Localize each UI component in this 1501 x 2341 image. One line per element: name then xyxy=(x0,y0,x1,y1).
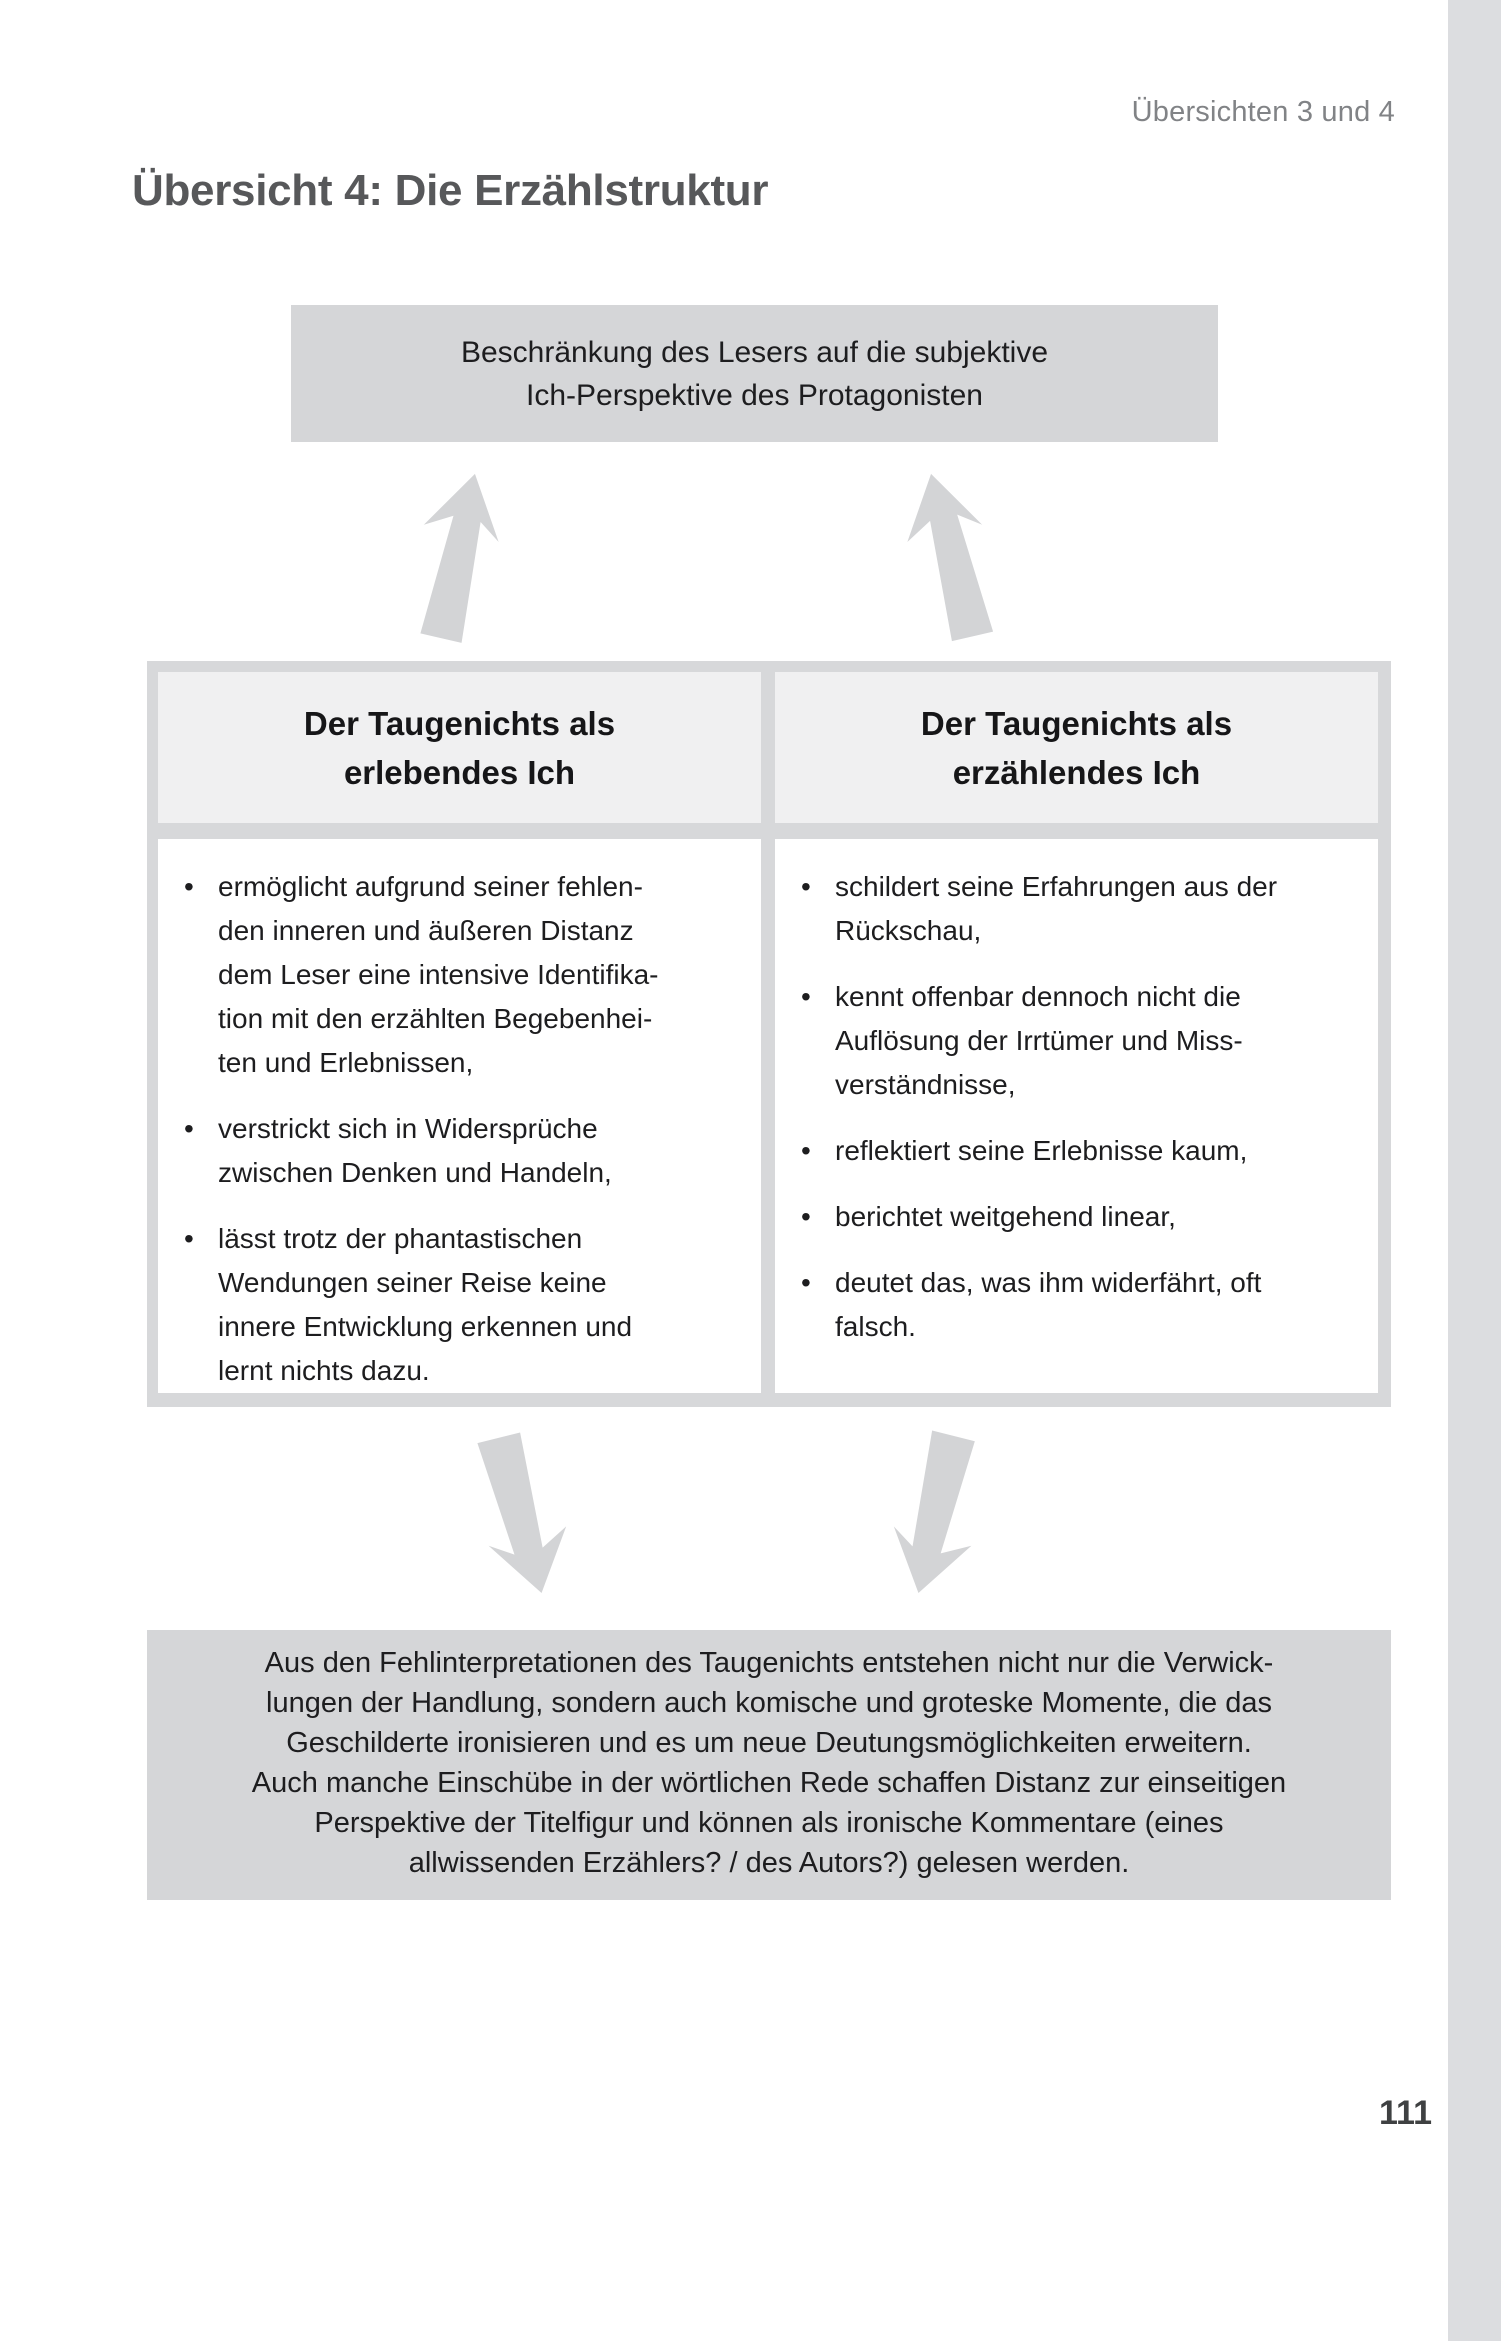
bottom-box: Aus den Fehlinterpretationen des Taugeni… xyxy=(147,1630,1391,1900)
bullet-icon: • xyxy=(184,1223,194,1254)
page-title: Übersicht 4: Die Erzählstruktur xyxy=(132,166,769,215)
bullet-text: deutet das, was ihm widerfährt, oft fals… xyxy=(835,1267,1262,1342)
up-arrow-left-icon xyxy=(390,461,522,650)
bullet-icon: • xyxy=(801,871,811,902)
left-column-body: • ermöglicht aufgrund seiner fehlen- den… xyxy=(158,839,761,1393)
bottom-box-text: Aus den Fehlinterpretationen des Taugeni… xyxy=(251,1647,1287,1879)
list-item: • ermöglicht aufgrund seiner fehlen- den… xyxy=(180,865,755,1085)
top-box-text: Beschränkung des Lesers auf die subjekti… xyxy=(460,335,1049,412)
bullet-text: ermöglicht aufgrund seiner fehlen- den i… xyxy=(218,871,659,1078)
list-item: • verstrickt sich in Widersprüche zwisch… xyxy=(180,1107,755,1195)
left-column-header: Der Taugenichts als erlebendes Ich xyxy=(158,672,761,823)
up-arrow-right-icon xyxy=(884,461,1016,650)
list-item: • kennt offenbar dennoch nicht die Auflö… xyxy=(797,975,1372,1107)
right-column-header: Der Taugenichts als erzählendes Ich xyxy=(775,672,1378,823)
bullet-text: reflektiert seine Erlebnisse kaum, xyxy=(835,1135,1248,1166)
list-item: • deutet das, was ihm widerfährt, oft fa… xyxy=(797,1261,1372,1349)
left-bullet-list: • ermöglicht aufgrund seiner fehlen- den… xyxy=(180,865,755,1393)
list-item: • lässt trotz der phantastischen Wendung… xyxy=(180,1217,755,1393)
down-arrow-right-icon xyxy=(870,1422,1007,1606)
bullet-icon: • xyxy=(184,871,194,902)
bullet-text: berichtet weitgehend linear, xyxy=(835,1201,1176,1232)
bullet-icon: • xyxy=(184,1113,194,1144)
right-column-title: Der Taugenichts als erzählendes Ich xyxy=(920,704,1233,791)
bullet-text: kennt offenbar dennoch nicht die Auflösu… xyxy=(835,981,1243,1100)
bullet-icon: • xyxy=(801,1135,811,1166)
bullet-text: lässt trotz der phantastischen Wendungen… xyxy=(218,1223,633,1386)
bullet-text: verstrickt sich in Widersprüche zwischen… xyxy=(218,1113,612,1188)
list-item: • berichtet weitgehend linear, xyxy=(797,1195,1372,1239)
two-column-panel: Der Taugenichts als erlebendes Ich Der T… xyxy=(147,661,1391,1407)
down-arrow-left-icon xyxy=(454,1422,591,1606)
top-box: Beschränkung des Lesers auf die subjekti… xyxy=(291,305,1218,442)
bullet-icon: • xyxy=(801,1267,811,1298)
bullet-icon: • xyxy=(801,981,811,1012)
list-item: • schildert seine Erfahrungen aus der Rü… xyxy=(797,865,1372,953)
bullet-icon: • xyxy=(801,1201,811,1232)
bullet-text: schildert seine Erfahrungen aus der Rück… xyxy=(835,871,1278,946)
page-number: 111 xyxy=(1379,2094,1432,2132)
right-column-body: • schildert seine Erfahrungen aus der Rü… xyxy=(775,839,1378,1393)
running-head: Übersichten 3 und 4 xyxy=(1131,96,1395,128)
left-column-title: Der Taugenichts als erlebendes Ich xyxy=(303,704,616,791)
right-bullet-list: • schildert seine Erfahrungen aus der Rü… xyxy=(797,865,1372,1349)
page-edge-strip xyxy=(1448,0,1501,2341)
list-item: • reflektiert seine Erlebnisse kaum, xyxy=(797,1129,1372,1173)
